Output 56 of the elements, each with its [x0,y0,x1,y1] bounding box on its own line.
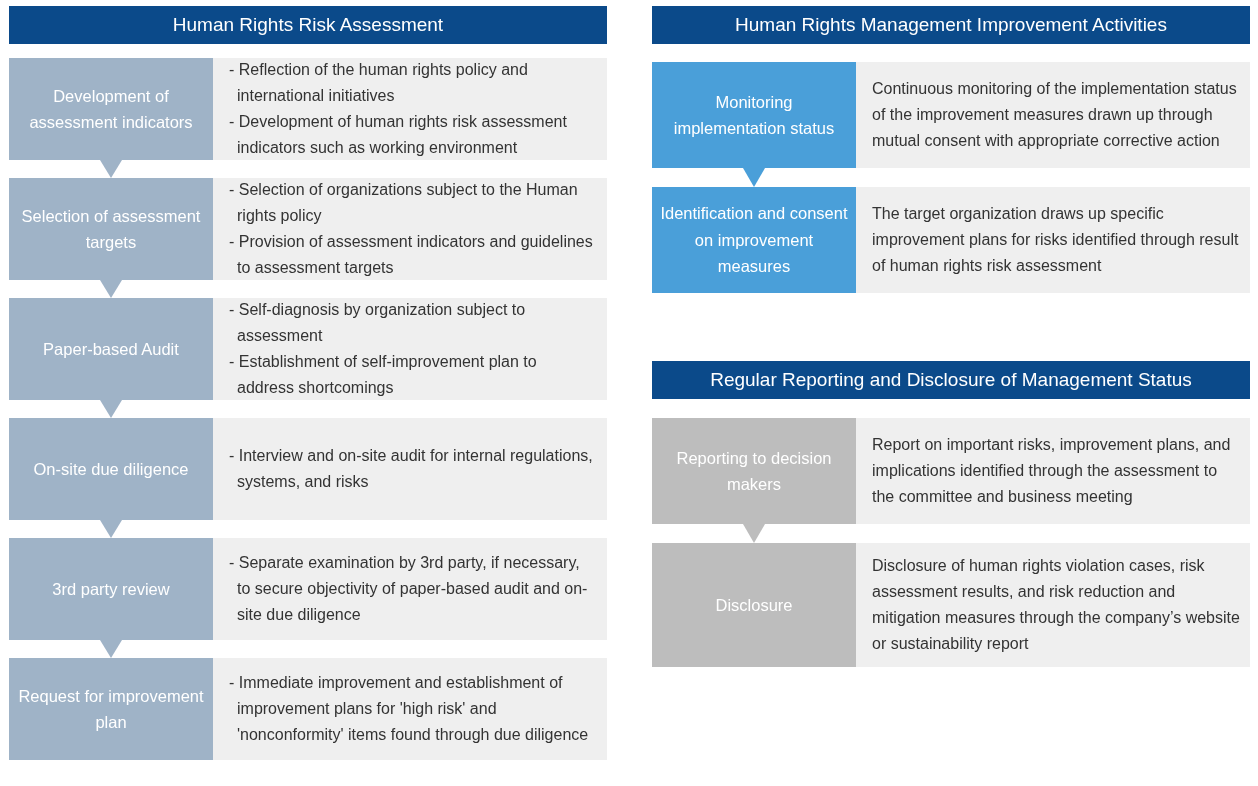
step-label: Reporting to decision makers [675,447,833,495]
bullet-text: - Immediate improvement and establishment of improvement plans for 'high risk' and 'nonconformity' items found through due diligence [229,673,590,745]
description-panel [856,418,1250,524]
step-box [9,658,213,760]
section-header-band [9,6,607,44]
step-label: Development of assessment indicators [28,85,194,133]
description-text: The target organization draws up specific improvement plans for risks identified through result of human rights risk assessment [872,204,1240,276]
step-box [652,62,856,168]
step-box [9,418,213,520]
step-box [9,58,213,160]
description-panel [213,58,607,160]
section-header-band [652,6,1250,44]
description-panel [856,543,1250,667]
description-panel [213,658,607,760]
step-box [652,543,856,667]
step-label: Identification and consent on improvement measures [659,203,849,278]
description-panel [856,187,1250,293]
bullet-text: - Provision of assessment indicators and guidelines to assessment targets [229,232,594,278]
chevron-arrow [100,640,122,658]
step-label: Paper-based Audit [43,338,179,360]
section-header-band [652,361,1250,399]
bullet-text: - Development of human rights risk assessment indicators such as working environment [229,112,568,158]
bullet-text: - Reflection of the human rights policy and international initiatives [229,60,529,107]
description-text: Disclosure of human rights violation cases, risk assessment results, and risk reduction and mitigation measures through the company’s website or sustainability report [872,556,1240,654]
section-title: Human Rights Management Improvement Activities [735,14,1167,36]
bullet-text: - Self-diagnosis by organization subject to assessment [229,300,527,347]
step-box [9,538,213,640]
description-panel [213,418,607,520]
bullet-text: - Separate examination by 3rd party, if necessary, to secure objectivity of paper-based audit and on-site due diligence [229,553,589,625]
step-label: Request for improvement plan [17,685,205,733]
description-panel [213,538,607,640]
section-title: Regular Reporting and Disclosure of Management Status [710,369,1192,391]
section-title: Human Rights Risk Assessment [172,14,444,36]
step-box [9,298,213,400]
description-text: Report on important risks, improvement plans, and implications identified through the assessment to the committee and business meeting [872,435,1232,507]
step-box [652,418,856,524]
chevron-arrow [100,400,122,418]
step-label: Disclosure [715,594,793,616]
step-label: On-site due diligence [33,458,189,480]
chevron-arrow [743,168,765,187]
chevron-arrow [100,160,122,178]
description-panel [213,178,607,280]
step-label: Monitoring implementation status [672,91,836,139]
chevron-arrow [100,520,122,538]
description-text: Continuous monitoring of the implementation status of the improvement measures drawn up through mutual consent with appropriate corrective action [872,79,1238,151]
chevron-arrow [743,524,765,543]
bullet-text: - Establishment of self-improvement plan to address shortcomings [229,352,538,398]
description-panel [856,62,1250,168]
bullet-text: - Interview and on-site audit for internal regulations, systems, and risks [229,446,594,492]
description-panel [213,298,607,400]
step-label: Selection of assessment targets [20,205,202,253]
bullet-text: - Selection of organizations subject to the Human rights policy [229,180,579,227]
step-label: 3rd party review [52,578,170,600]
chevron-arrow [100,280,122,298]
step-box [652,187,856,293]
step-box [9,178,213,280]
